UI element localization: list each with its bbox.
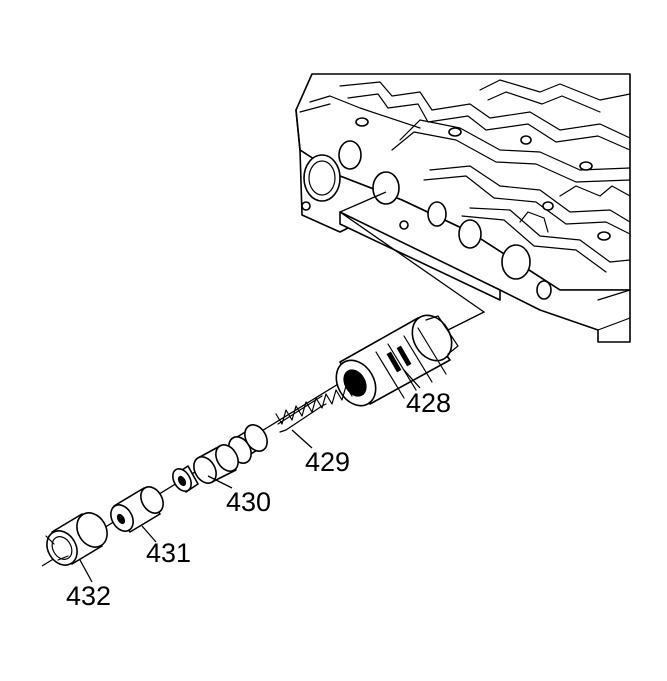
callout-431: 431 [146, 538, 191, 568]
part-429-spring [275, 385, 353, 433]
part-430-valve [172, 424, 268, 493]
leader-lines [79, 369, 421, 583]
callout-430: 430 [226, 487, 271, 517]
part-432-bore-plug [45, 512, 108, 566]
callout-428: 428 [406, 388, 451, 418]
valve-body [295, 73, 631, 343]
part-431-plug [110, 486, 164, 533]
part-428-valve-sleeve [335, 314, 459, 407]
callout-432: 432 [66, 581, 111, 611]
callout-429: 429 [305, 447, 350, 477]
